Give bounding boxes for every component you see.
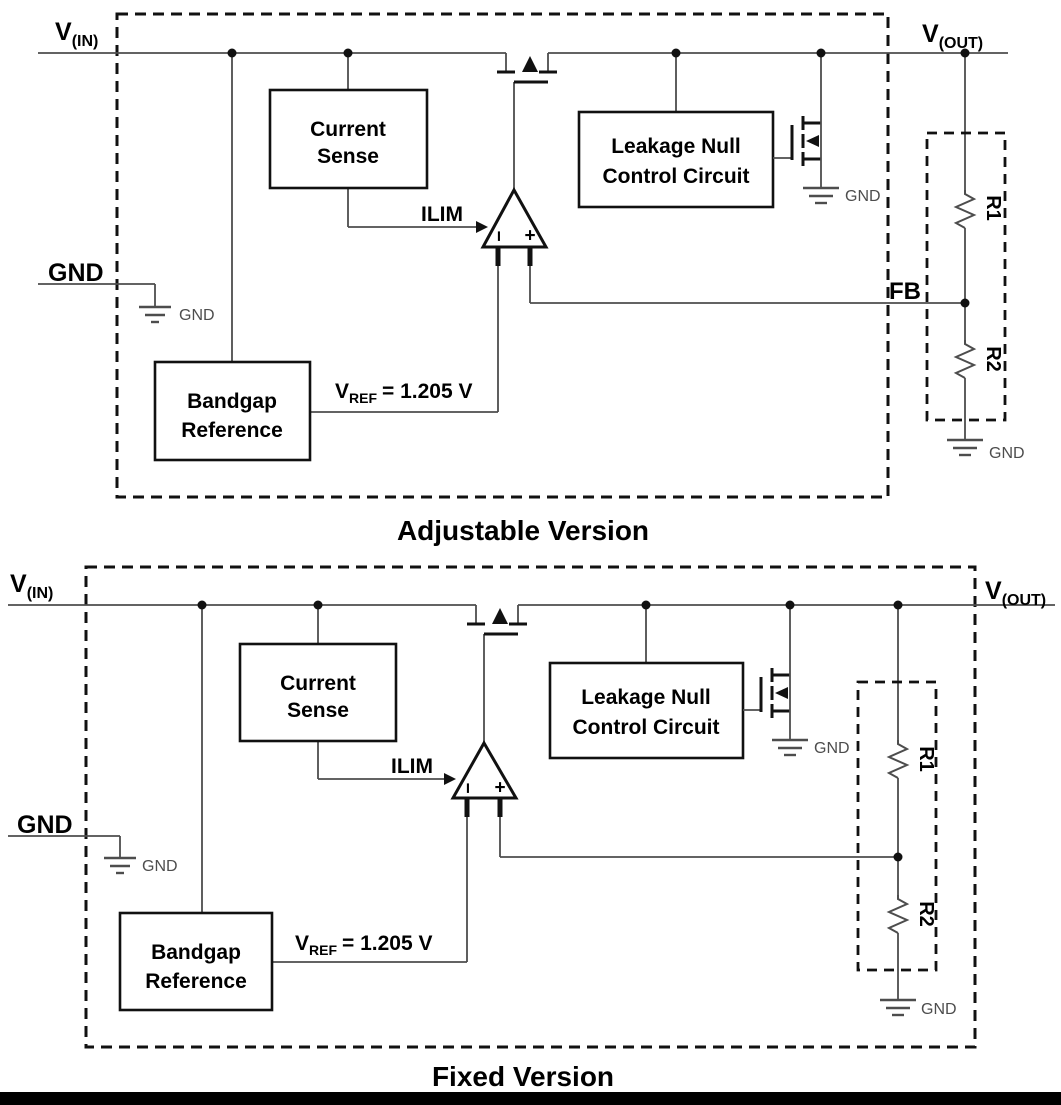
- leakage-null-block: Leakage Null Control Circuit: [548, 661, 745, 760]
- ground-label: GND: [989, 445, 1025, 462]
- fet-arrow: [806, 135, 819, 147]
- gnd-pin: GND GND: [38, 259, 215, 324]
- fb-pin-label: FB: [889, 278, 921, 305]
- junction-dot: [785, 600, 795, 610]
- r1-resistor: [953, 190, 977, 229]
- vin-label: V(IN): [55, 18, 98, 50]
- vref-label: VREF= 1.205 V: [295, 932, 433, 958]
- error-amplifier: − +: [480, 186, 549, 266]
- ground-symbol: [772, 738, 808, 757]
- inverting-input-marker: −: [488, 230, 509, 241]
- svg-text:Reference: Reference: [181, 419, 283, 442]
- adjustable-version-title: Adjustable Version: [397, 515, 649, 546]
- svg-text:Sense: Sense: [317, 145, 379, 168]
- feedback-divider: R1 R2 GND: [856, 680, 957, 1018]
- bandgap-block: Bandgap Reference: [118, 911, 274, 1012]
- r2-resistor: [886, 895, 910, 934]
- svg-text:Current: Current: [310, 118, 386, 141]
- svg-text:Sense: Sense: [287, 699, 349, 722]
- ilim-arrowhead: [476, 221, 488, 233]
- junction-dot: [313, 600, 323, 610]
- divider-dashed-box: [925, 131, 1007, 422]
- noninverting-input-marker: +: [524, 226, 535, 247]
- svg-text:Control Circuit: Control Circuit: [573, 716, 720, 739]
- junction-dot: [343, 48, 353, 58]
- ilim-label: ILIM: [421, 203, 463, 226]
- error-amplifier: − +: [450, 739, 519, 817]
- bandgap-block: Bandgap Reference: [153, 360, 312, 462]
- body-diode-arrow: [492, 608, 508, 624]
- ground-label: GND: [142, 858, 178, 875]
- ground-label: GND: [814, 740, 850, 757]
- ground-symbol: [880, 998, 916, 1017]
- ground-label: GND: [179, 307, 215, 324]
- r1-resistor: [886, 740, 910, 779]
- vout-label: V(OUT): [922, 20, 983, 52]
- footer-bar: [0, 1092, 1061, 1105]
- fb-junction-dot: [893, 852, 903, 862]
- adjustable-diagram: GND GND Current Sense ILIM Leakage Null …: [38, 12, 1025, 546]
- svg-text:Control Circuit: Control Circuit: [603, 165, 750, 188]
- vout-label: V(OUT): [985, 577, 1046, 609]
- r2-resistor: [953, 340, 977, 379]
- ilim-arrowhead: [444, 773, 456, 785]
- r1-label: R1: [915, 746, 937, 772]
- junction-dot: [671, 48, 681, 58]
- feedback-divider: R1 R2 GND: [925, 131, 1025, 462]
- r2-label: R2: [915, 901, 937, 927]
- noninverting-input-marker: +: [494, 778, 505, 799]
- svg-text:Bandgap: Bandgap: [187, 390, 277, 413]
- junction-dot: [227, 48, 237, 58]
- gnd-pin-label: GND: [17, 811, 73, 839]
- svg-text:Reference: Reference: [145, 970, 247, 993]
- junction-dot: [197, 600, 207, 610]
- ground-symbol: [104, 856, 136, 875]
- svg-text:Leakage Null: Leakage Null: [581, 686, 711, 709]
- fet-arrow: [775, 687, 788, 699]
- ground-label: GND: [845, 188, 881, 205]
- junction-dot: [960, 48, 970, 58]
- pass-fet: [497, 53, 557, 84]
- leakage-fet: GND: [773, 53, 881, 205]
- current-sense-block: Current Sense: [268, 88, 429, 190]
- ground-symbol: [139, 305, 171, 324]
- gnd-pin: GND GND: [8, 811, 178, 875]
- ilim-label: ILIM: [391, 755, 433, 778]
- vref-label: VREF= 1.205 V: [335, 380, 473, 406]
- ground-symbol: [803, 186, 839, 205]
- leakage-null-block: Leakage Null Control Circuit: [577, 110, 775, 209]
- r2-label: R2: [982, 346, 1004, 372]
- fixed-diagram: GND GND Current Sense ILIM Leakage Null …: [8, 565, 1055, 1092]
- current-sense-block: Current Sense: [238, 642, 398, 743]
- fb-junction-dot: [960, 298, 970, 308]
- pass-fet: [467, 605, 527, 636]
- gnd-pin-label: GND: [48, 259, 104, 287]
- junction-dot: [816, 48, 826, 58]
- ground-label: GND: [921, 1001, 957, 1018]
- junction-dot: [641, 600, 651, 610]
- svg-text:Leakage Null: Leakage Null: [611, 135, 741, 158]
- vin-label: V(IN): [10, 570, 53, 602]
- fixed-version-title: Fixed Version: [432, 1061, 614, 1092]
- r1-label: R1: [982, 195, 1004, 221]
- svg-text:Bandgap: Bandgap: [151, 941, 241, 964]
- divider-dashed-box: [856, 680, 938, 972]
- leakage-fet: GND: [743, 605, 850, 757]
- inverting-input-marker: −: [457, 782, 478, 793]
- svg-text:Current: Current: [280, 672, 356, 695]
- body-diode-arrow: [522, 56, 538, 72]
- ic-boundary-dashed-box: [115, 12, 890, 499]
- ground-symbol: [947, 438, 983, 457]
- junction-dot: [893, 600, 903, 610]
